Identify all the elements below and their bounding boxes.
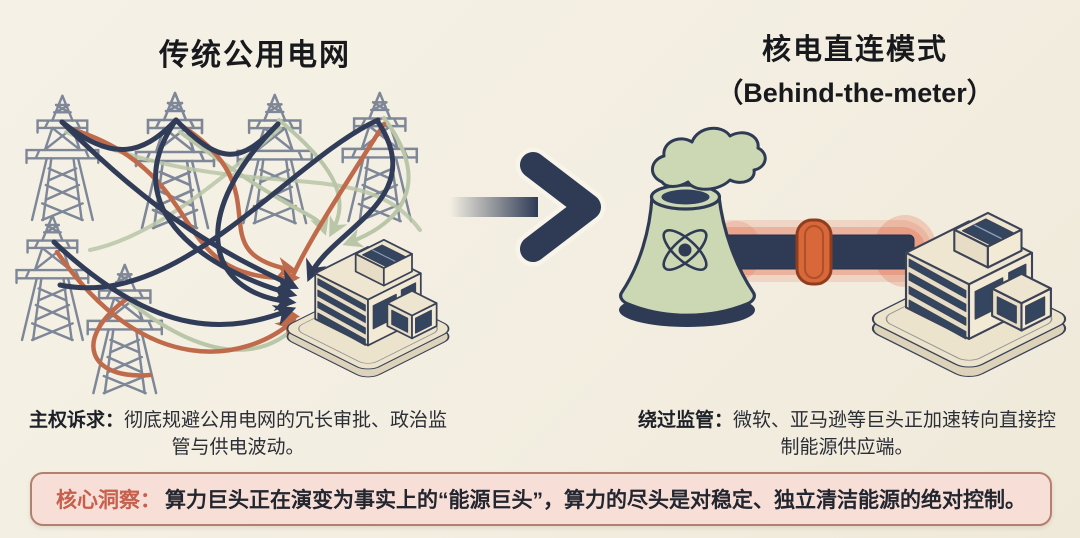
right-caption-label: 绕过监管： [637,410,733,431]
insight-banner-text: 算力巨头正在演变为事实上的“能源巨头”，算力的尽头是对稳定、独立清洁能源的绝对控… [165,489,1026,512]
nuclear-cooling-tower [619,126,767,327]
right-caption-text: 微软、亚马逊等巨头正加速转向直接控制能源供应端。 [733,410,1057,458]
right-title-line2: （Behind-the-meter） [716,78,994,108]
transition-arrow-icon [450,147,606,267]
tangled-wires [51,116,422,378]
steam-cloud-icon [651,126,767,191]
right-title-line1: 核电直连模式 [761,34,948,66]
atom-icon [662,229,708,271]
left-title: 传统公用电网 [159,39,351,72]
datacenter-left [280,238,456,382]
left-caption: 主权诉求：彻底规避公用电网的冗长审批、政治监管与供电波动。 [26,408,450,461]
pipe-coupling-ring [795,218,833,286]
right-title: 核电直连模式 （Behind-the-meter） [655,26,1055,110]
illustration-svg [15,91,1074,395]
left-caption-text: 彻底规避公用电网的冗长审批、政治监管与供电波动。 [124,410,448,458]
left-caption-label: 主权诉求： [28,410,124,431]
right-caption: 绕过监管：微软、亚马逊等巨头正加速转向直接控制能源供应端。 [634,408,1060,461]
insight-banner: 核心洞察： 算力巨头正在演变为事实上的“能源巨头”，算力的尽头是对稳定、独立清洁… [30,472,1052,526]
insight-banner-label: 核心洞察： [56,489,161,512]
